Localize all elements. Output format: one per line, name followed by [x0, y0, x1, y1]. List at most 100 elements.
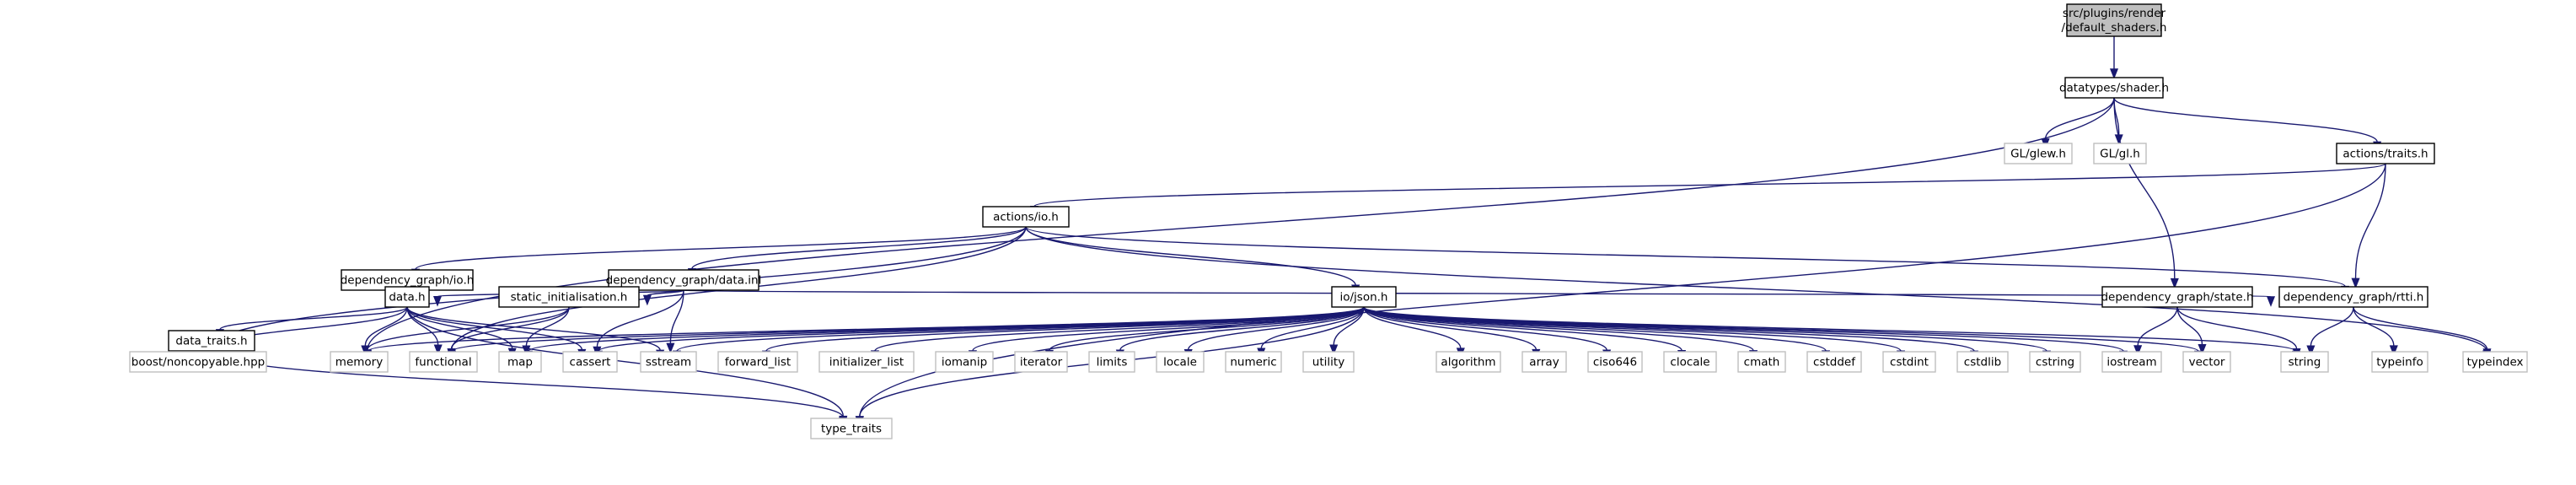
- edge-line: [219, 306, 408, 331]
- node-label: dependency_graph/data.inl: [606, 274, 762, 288]
- edge-line: [1188, 306, 1365, 350]
- node-datatraits[interactable]: data_traits.h: [168, 330, 255, 352]
- node-label: clocale: [1670, 356, 1709, 369]
- node-label: cstring: [2036, 356, 2074, 369]
- node-label: cstddef: [1813, 356, 1856, 369]
- node-label: dependency_graph/io.h: [341, 274, 475, 288]
- edge-line: [1033, 163, 2386, 207]
- edge-line: [406, 306, 661, 351]
- node-label: cstdlib: [1964, 356, 2001, 369]
- node-label: iostream: [2106, 356, 2156, 369]
- edge-dgdata-to-sstream: [666, 289, 684, 354]
- edge-line: [406, 306, 513, 349]
- edge-datah-to-memory: [361, 306, 408, 357]
- node-label: datatypes/shader.h: [2059, 82, 2169, 95]
- node-label: map: [507, 356, 533, 369]
- node-label: array: [1529, 356, 1559, 369]
- edge-line: [874, 306, 1365, 352]
- edge-line: [1363, 306, 2297, 353]
- edge-line: [450, 306, 570, 349]
- edge-line: [367, 306, 570, 351]
- edge-line: [1363, 306, 1607, 351]
- node-label: typeindex: [2466, 356, 2523, 369]
- node-label: actions/traits.h: [2343, 148, 2428, 161]
- node-label: /default_shaders.h: [2062, 21, 2167, 35]
- node-box: [1225, 351, 1282, 373]
- edge-traits-to-rtti: [2351, 163, 2386, 289]
- edge-line: [2044, 97, 2115, 139]
- node-rtti[interactable]: dependency_graph/rtti.h: [2278, 286, 2428, 308]
- node-static[interactable]: static_initialisation.h: [498, 286, 640, 308]
- node-box: [1737, 351, 1786, 373]
- arrowhead: [2133, 345, 2143, 356]
- node-limits: limits: [1088, 351, 1135, 373]
- node-typeindex: typeindex: [2462, 351, 2528, 373]
- edge-line: [2113, 97, 2176, 279]
- edge-traits-to-io: [1029, 163, 2386, 217]
- edge-rtti-to-typeindex: [2353, 306, 2492, 359]
- node-typeinfo: typeinfo: [2371, 351, 2428, 373]
- node-clocale: clocale: [1663, 351, 1717, 373]
- edge-line: [415, 226, 1027, 270]
- edge-static-to-functional: [447, 306, 570, 359]
- edge-line: [683, 289, 2272, 298]
- node-dgdata[interactable]: dependency_graph/data.inl: [606, 269, 762, 291]
- node-state[interactable]: dependency_graph/state.h: [2101, 286, 2254, 308]
- node-label: cassert: [570, 356, 611, 369]
- node-label: ciso646: [1593, 356, 1637, 369]
- node-box: [2093, 143, 2147, 164]
- edge-line: [2354, 163, 2386, 279]
- node-box: [2064, 77, 2164, 99]
- arrowhead: [2109, 68, 2119, 79]
- arrowhead: [433, 344, 443, 356]
- node-box: [498, 286, 640, 308]
- node-vector: vector: [2182, 351, 2231, 373]
- node-label: type_traits: [821, 423, 882, 436]
- node-box: [1436, 351, 1501, 373]
- node-shader[interactable]: datatypes/shader.h: [2059, 77, 2169, 99]
- node-box: [2336, 143, 2435, 164]
- node-traits[interactable]: actions/traits.h: [2336, 143, 2435, 164]
- node-json[interactable]: io/json.h: [1331, 286, 1397, 308]
- edge-line: [406, 306, 582, 350]
- node-cstring: cstring: [2029, 351, 2081, 373]
- node-label: io/json.h: [1339, 291, 1387, 304]
- node-label: sstream: [646, 356, 691, 369]
- node-glew: GL/glew.h: [2004, 143, 2073, 164]
- node-label: GL/gl.h: [2100, 148, 2140, 161]
- edge-line: [2176, 306, 2203, 345]
- arrowhead: [2198, 343, 2207, 355]
- node-box: [498, 351, 542, 373]
- node-box: [1088, 351, 1135, 373]
- edge-line: [2310, 306, 2354, 347]
- node-box: [330, 351, 389, 373]
- node-box: [818, 351, 915, 373]
- edge-line: [525, 306, 570, 347]
- edge-line: [1363, 306, 1754, 352]
- node-box: [2101, 351, 2162, 373]
- node-locale: locale: [1156, 351, 1205, 373]
- node-label: cstdint: [1890, 356, 1929, 369]
- node-root[interactable]: src/plugins/render/default_shaders.h: [2062, 3, 2167, 37]
- edge-io-to-json: [1025, 226, 1360, 296]
- node-label: string: [2289, 356, 2321, 369]
- edge-line: [598, 306, 1365, 353]
- node-box: [129, 351, 267, 373]
- node-box: [168, 330, 255, 352]
- node-box: [1014, 351, 1068, 373]
- node-label: forward_list: [725, 356, 791, 369]
- edge-shader-to-traits: [2113, 97, 2382, 153]
- node-datah[interactable]: data.h: [384, 286, 430, 308]
- node-cstdlib: cstdlib: [1956, 351, 2009, 373]
- edge-shader-to-glew: [2041, 97, 2115, 149]
- node-io[interactable]: actions/io.h: [982, 206, 1070, 228]
- node-label: data.h: [389, 291, 425, 304]
- node-box: [717, 351, 798, 373]
- edge-line: [1363, 306, 1462, 349]
- edge-line: [1049, 306, 1365, 351]
- node-label: vector: [2189, 356, 2225, 369]
- edge-line: [1025, 226, 2487, 352]
- arrowhead: [1329, 344, 1339, 356]
- arrowhead: [666, 342, 675, 354]
